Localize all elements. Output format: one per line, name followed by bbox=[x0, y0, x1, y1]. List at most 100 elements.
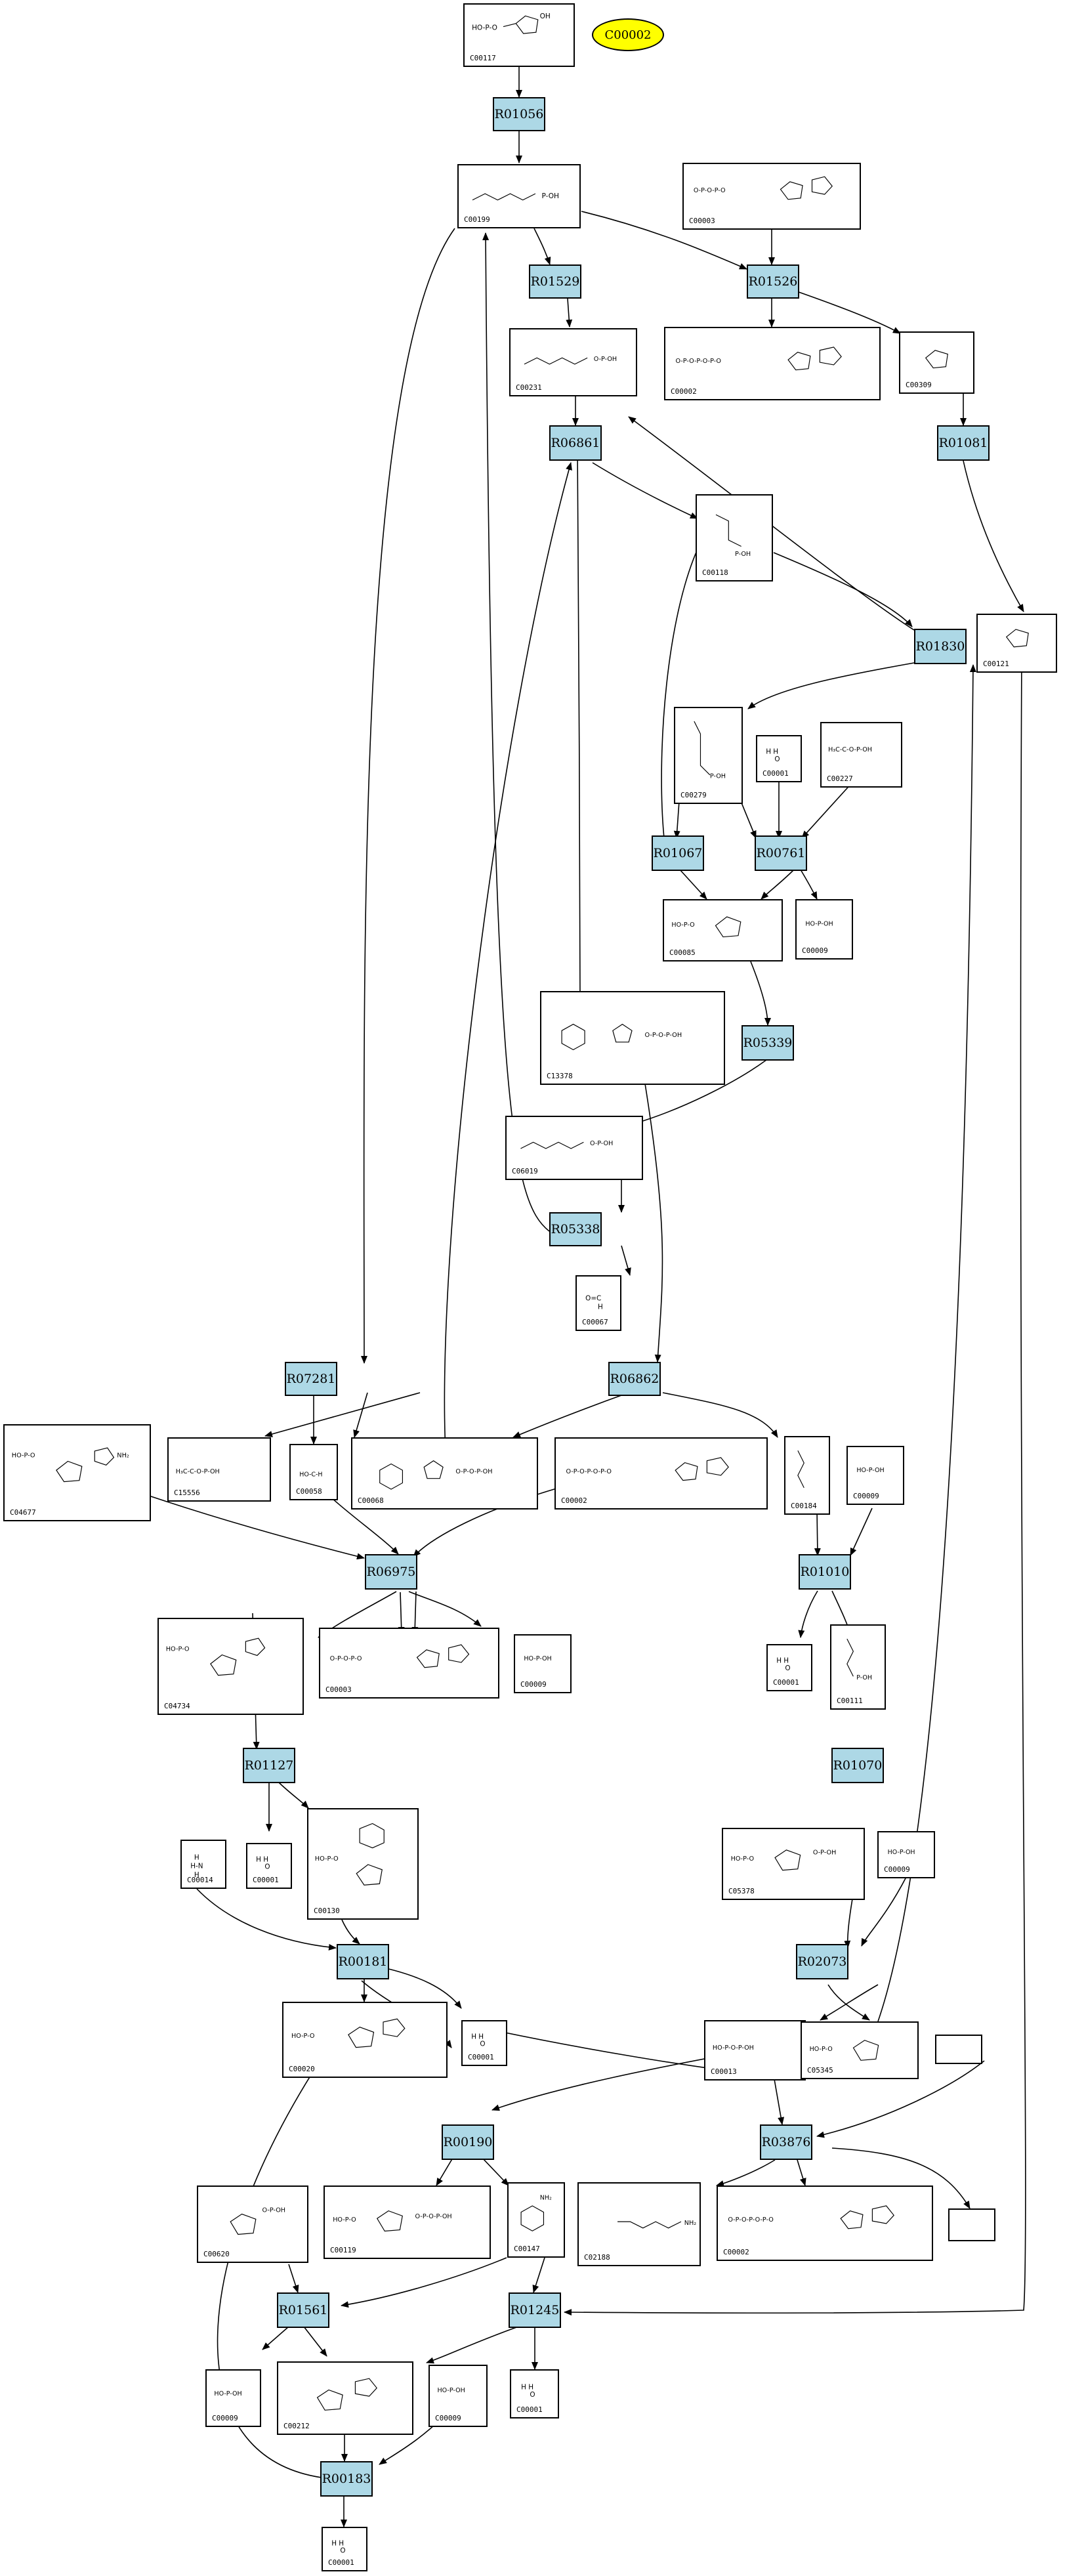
edge bbox=[761, 869, 795, 900]
compound-c00199[interactable]: P-OH C00199 bbox=[457, 164, 581, 228]
compound-c06019[interactable]: O-P-OH C06019 bbox=[505, 1116, 643, 1180]
reaction-r05338[interactable]: R05338 bbox=[549, 1212, 602, 1246]
compound-id: C00121 bbox=[983, 660, 1009, 668]
compound-c00009b[interactable]: HO-P-OH C00009 bbox=[846, 1446, 904, 1505]
compound-c00009f[interactable]: HO-P-OH C00009 bbox=[428, 2365, 488, 2427]
reaction-r06975[interactable]: R06975 bbox=[365, 1554, 417, 1590]
reaction-r03876[interactable]: R03876 bbox=[760, 2124, 812, 2160]
reaction-r01529[interactable]: R01529 bbox=[529, 264, 581, 299]
compound-c00002b[interactable]: O-P-O-P-O-P-O C00002 bbox=[554, 1437, 768, 1510]
compound-id: C00003 bbox=[325, 1685, 352, 1694]
compound-empty-2[interactable] bbox=[948, 2208, 995, 2241]
compound-c00058[interactable]: HO-C-H C00058 bbox=[289, 1444, 338, 1500]
compound-c00020[interactable]: HO-P-O C00020 bbox=[282, 2002, 448, 2078]
reaction-r02073[interactable]: R02073 bbox=[796, 1944, 848, 1979]
svg-text:H: H bbox=[598, 1303, 603, 1311]
reaction-r01526[interactable]: R01526 bbox=[747, 264, 799, 299]
structure-icon: P-OH bbox=[846, 1638, 872, 1681]
svg-text:P-OH: P-OH bbox=[710, 773, 726, 780]
compound-c00009d[interactable]: HO-P-OH C00009 bbox=[877, 1831, 935, 1878]
reaction-r01056[interactable]: R01056 bbox=[493, 97, 545, 131]
compound-c00111[interactable]: P-OH C00111 bbox=[830, 1624, 886, 1710]
svg-text:O-P-OH: O-P-OH bbox=[590, 1140, 613, 1147]
edge bbox=[877, 664, 976, 2022]
compound-c00009a[interactable]: HO-P-OH C00009 bbox=[795, 899, 853, 960]
compound-c00002a[interactable]: O-P-O-P-O-P-O C00002 bbox=[664, 327, 881, 400]
compound-c00002c[interactable]: O-P-O-P-O-P-O C00002 bbox=[717, 2185, 933, 2261]
compound-c00309[interactable]: C00309 bbox=[899, 331, 974, 394]
reaction-r01245[interactable]: R01245 bbox=[509, 2292, 561, 2328]
structure-icon: O-P-O-P-O bbox=[330, 1644, 470, 1668]
compound-c00147[interactable]: NH₂ C00147 bbox=[507, 2182, 565, 2258]
svg-text:O-P-OH: O-P-OH bbox=[262, 2207, 285, 2214]
svg-text:HO-P-O: HO-P-O bbox=[291, 2033, 315, 2040]
edge bbox=[773, 552, 913, 627]
svg-text:H₃C-C-O-P-OH: H₃C-C-O-P-OH bbox=[176, 1468, 220, 1475]
compound-c05345[interactable]: HO-P-O C05345 bbox=[801, 2021, 919, 2079]
compound-c02188[interactable]: NH₂ C02188 bbox=[577, 2182, 701, 2266]
compound-c00118[interactable]: P-OH C00118 bbox=[696, 494, 773, 581]
compound-c00130[interactable]: HO-P-O C00130 bbox=[307, 1808, 419, 1920]
compound-c00068[interactable]: O-P-O-P-OH C00068 bbox=[351, 1437, 538, 1510]
compound-c04734[interactable]: HO-P-O C04734 bbox=[157, 1618, 304, 1715]
compound-id: C00118 bbox=[702, 568, 728, 577]
compound-c00003[interactable]: O-P-O-P-O C00003 bbox=[682, 163, 861, 230]
structure-icon: O-P-OH bbox=[230, 2207, 285, 2235]
compound-c00184[interactable]: C00184 bbox=[784, 1436, 830, 1515]
reaction-r05339[interactable]: R05339 bbox=[741, 1025, 794, 1061]
reaction-r01010[interactable]: R01010 bbox=[799, 1554, 851, 1590]
reaction-r07281[interactable]: R07281 bbox=[285, 1362, 337, 1396]
compound-c13378[interactable]: O-P-O-P-OH C13378 bbox=[540, 991, 725, 1085]
compound-c00620[interactable]: O-P-OH C00620 bbox=[197, 2185, 308, 2263]
compound-c15556[interactable]: H₃C-C-O-P-OH C15556 bbox=[167, 1437, 271, 1502]
svg-text:HO-P-O: HO-P-O bbox=[731, 1855, 755, 1863]
compound-c00009e[interactable]: HO-P-OH C00009 bbox=[205, 2369, 261, 2427]
svg-text:H H: H H bbox=[776, 1657, 789, 1664]
compound-c00085[interactable]: HO-P-O C00085 bbox=[663, 899, 783, 961]
compound-empty-1[interactable] bbox=[935, 2035, 982, 2064]
reaction-r00761[interactable]: R00761 bbox=[755, 835, 807, 871]
reaction-r00190[interactable]: R00190 bbox=[442, 2124, 494, 2160]
compound-c00279[interactable]: P-OH C00279 bbox=[674, 707, 743, 804]
reaction-r00183[interactable]: R00183 bbox=[320, 2461, 373, 2497]
compound-id: C00013 bbox=[711, 2067, 737, 2076]
reaction-r01070[interactable]: R01070 bbox=[831, 1748, 884, 1783]
structure-icon: NH₂ bbox=[520, 2194, 552, 2231]
reaction-r01067[interactable]: R01067 bbox=[652, 835, 704, 871]
reaction-r01830[interactable]: R01830 bbox=[914, 629, 967, 664]
reaction-r01127[interactable]: R01127 bbox=[243, 1748, 295, 1783]
compound-c00009c[interactable]: HO-P-OH C00009 bbox=[514, 1634, 572, 1693]
compound-c00003b[interactable]: O-P-O-P-O C00003 bbox=[319, 1628, 499, 1699]
svg-text:HO-P-OH: HO-P-OH bbox=[856, 1467, 884, 1474]
structure-icon: HH-NH bbox=[190, 1853, 203, 1878]
svg-text:HO-P-OH: HO-P-OH bbox=[437, 2387, 465, 2394]
reaction-r06861[interactable]: R06861 bbox=[549, 425, 602, 461]
reaction-r00181[interactable]: R00181 bbox=[337, 1944, 389, 1979]
compound-c00227[interactable]: H₃C-C-O-P-OH C00227 bbox=[820, 722, 902, 788]
compound-id: C00001 bbox=[468, 2053, 494, 2061]
reaction-r01081[interactable]: R01081 bbox=[937, 425, 990, 461]
compound-id: C00184 bbox=[791, 1502, 817, 1510]
edge bbox=[750, 961, 771, 1026]
reaction-r06862[interactable]: R06862 bbox=[608, 1362, 661, 1396]
compound-c00013[interactable]: HO-P-O-P-OH C00013 bbox=[704, 2020, 806, 2080]
structure-icon: HO-P-O-P-OH bbox=[713, 2044, 754, 2052]
compound-c00231[interactable]: O-P-OH C00231 bbox=[509, 328, 637, 396]
structure-icon: H HO bbox=[521, 2383, 535, 2398]
svg-text:O: O bbox=[264, 1863, 270, 1871]
compound-c00121[interactable]: C00121 bbox=[976, 614, 1057, 673]
compound-c00212[interactable]: C00212 bbox=[277, 2361, 413, 2435]
reaction-r01561[interactable]: R01561 bbox=[277, 2292, 329, 2328]
